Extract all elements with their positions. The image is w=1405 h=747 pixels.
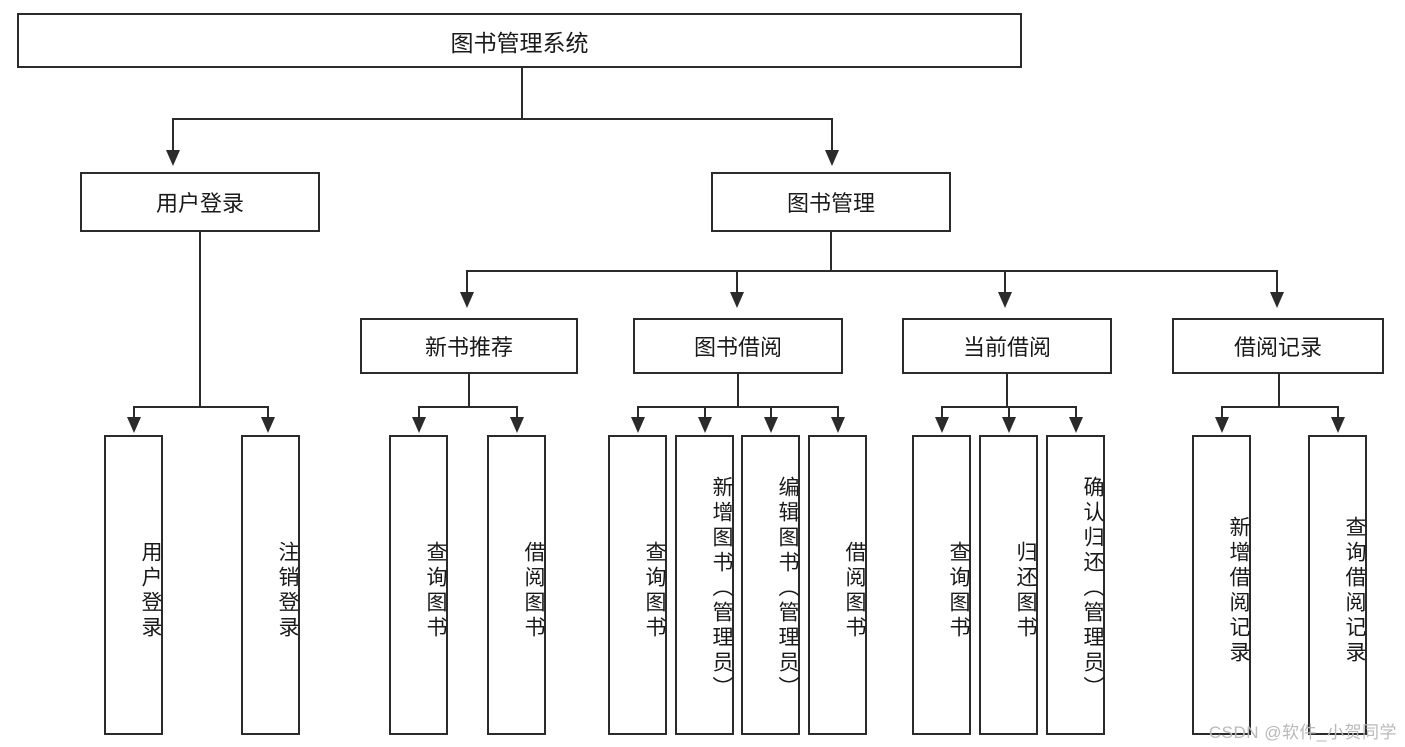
arrowhead-current-borrow [998,292,1012,308]
leaf-return-book-label: 归还图书 [1014,541,1037,641]
connector-borrow-record-trunk [1278,374,1280,406]
leaf-user-login[interactable]: 用户登录 [104,435,163,735]
leaf-query-book-3[interactable]: 查询图书 [912,435,971,735]
arrowhead-leaf-add-book [698,417,712,433]
connector-book-borrow-leaf3 [770,406,772,418]
leaf-query-borrow-record-label: 查询借阅记录 [1343,516,1366,666]
leaf-confirm-return-label: 确认归还（管理员） [1081,475,1104,701]
leaf-confirm-return[interactable]: 确认归还（管理员） [1046,435,1105,735]
leaf-query-book-3-label: 查询图书 [947,541,970,641]
arrowhead-leaf-return-book [1002,417,1016,433]
connector-user-login-bar [133,406,267,408]
arrowhead-leaf-query-book-1 [412,417,426,433]
node-book-management-label: 图书管理 [786,191,875,216]
arrowhead-leaf-borrow-book-1 [510,417,524,433]
node-root-label: 图书管理系统 [450,29,589,56]
connector-new-book-trunk [468,374,470,406]
node-current-borrow[interactable]: 当前借阅 [902,318,1112,374]
leaf-borrow-book-1[interactable]: 借阅图书 [487,435,546,735]
arrowhead-leaf-query-book-3 [935,417,949,433]
arrowhead-leaf-query-borrow-record [1331,417,1345,433]
arrowhead-leaf-query-book-2 [631,417,645,433]
leaf-logout-login[interactable]: 注销登录 [241,435,300,735]
leaf-borrow-book-1-label: 借阅图书 [522,541,545,641]
connector-user-login-leaf2 [267,406,269,418]
connector-to-book-management [831,118,833,152]
arrowhead-leaf-borrow-book-2 [831,417,845,433]
arrowhead-new-book-recommend [460,292,474,308]
connector-book-borrow-bar [637,406,837,408]
connector-new-book-leaf2 [516,406,518,418]
connector-book-borrow-leaf2 [704,406,706,418]
arrowhead-leaf-add-borrow-record [1215,417,1229,433]
node-new-book-recommend-label: 新书推荐 [424,335,513,360]
leaf-borrow-book-2[interactable]: 借阅图书 [808,435,867,735]
node-book-management[interactable]: 图书管理 [711,172,951,232]
connector-borrow-record-bar [1221,406,1337,408]
node-user-login[interactable]: 用户登录 [80,172,320,232]
leaf-user-login-label: 用户登录 [139,541,162,641]
connector-current-borrow-leaf3 [1075,406,1077,418]
connector-new-book-leaf1 [418,406,420,418]
arrowhead-borrow-record [1270,292,1284,308]
arrowhead-leaf-user-login [127,417,141,433]
connector-borrow-record-leaf2 [1337,406,1339,418]
leaf-add-borrow-record[interactable]: 新增借阅记录 [1192,435,1251,735]
connector-current-borrow-leaf2 [1008,406,1010,418]
leaf-add-book-label: 新增图书（管理员） [710,475,733,701]
connector-user-login-leaf1 [133,406,135,418]
node-user-login-label: 用户登录 [155,191,244,216]
connector-root-bar [172,118,832,120]
watermark-text: CSDN @软件_小贺同学 [1208,723,1397,742]
leaf-borrow-book-2-label: 借阅图书 [843,541,866,641]
arrowhead-book-borrow [730,292,744,308]
connector-book-management-bar [466,270,1277,272]
node-borrow-record-label: 借阅记录 [1233,335,1322,360]
connector-root-trunk [521,68,523,118]
node-new-book-recommend[interactable]: 新书推荐 [360,318,578,374]
leaf-query-book-1-label: 查询图书 [424,541,447,641]
connector-book-borrow-leaf1 [637,406,639,418]
arrowhead-leaf-confirm-return [1069,417,1083,433]
connector-book-borrow-leaf4 [837,406,839,418]
leaf-query-book-2[interactable]: 查询图书 [608,435,667,735]
leaf-edit-book-label: 编辑图书（管理员） [776,475,799,701]
connector-user-login-trunk [199,232,201,406]
connector-to-user-login [172,118,174,152]
node-current-borrow-label: 当前借阅 [962,335,1051,360]
leaf-edit-book[interactable]: 编辑图书（管理员） [741,435,800,735]
node-book-borrow-label: 图书借阅 [693,335,782,360]
connector-to-borrow-record [1276,270,1278,294]
arrowhead-leaf-edit-book [764,417,778,433]
leaf-add-borrow-record-label: 新增借阅记录 [1227,516,1250,666]
connector-to-book-borrow [736,270,738,294]
connector-to-new-book [466,270,468,294]
connector-to-current-borrow [1004,270,1006,294]
node-book-borrow[interactable]: 图书借阅 [633,318,843,374]
leaf-return-book[interactable]: 归还图书 [979,435,1038,735]
node-root-system[interactable]: 图书管理系统 [17,13,1022,68]
connector-book-management-trunk [830,232,832,270]
connector-current-borrow-leaf1 [941,406,943,418]
arrowhead-book-management [825,150,839,166]
leaf-query-borrow-record[interactable]: 查询借阅记录 [1308,435,1367,735]
connector-new-book-bar [418,406,518,408]
node-borrow-record[interactable]: 借阅记录 [1172,318,1384,374]
arrowhead-leaf-logout-login [261,417,275,433]
arrowhead-user-login [166,150,180,166]
connector-borrow-record-leaf1 [1221,406,1223,418]
connector-current-borrow-trunk [1006,374,1008,406]
leaf-query-book-1[interactable]: 查询图书 [389,435,448,735]
connector-book-borrow-trunk [737,374,739,406]
leaf-add-book[interactable]: 新增图书（管理员） [675,435,734,735]
leaf-logout-login-label: 注销登录 [276,541,299,641]
leaf-query-book-2-label: 查询图书 [643,541,666,641]
